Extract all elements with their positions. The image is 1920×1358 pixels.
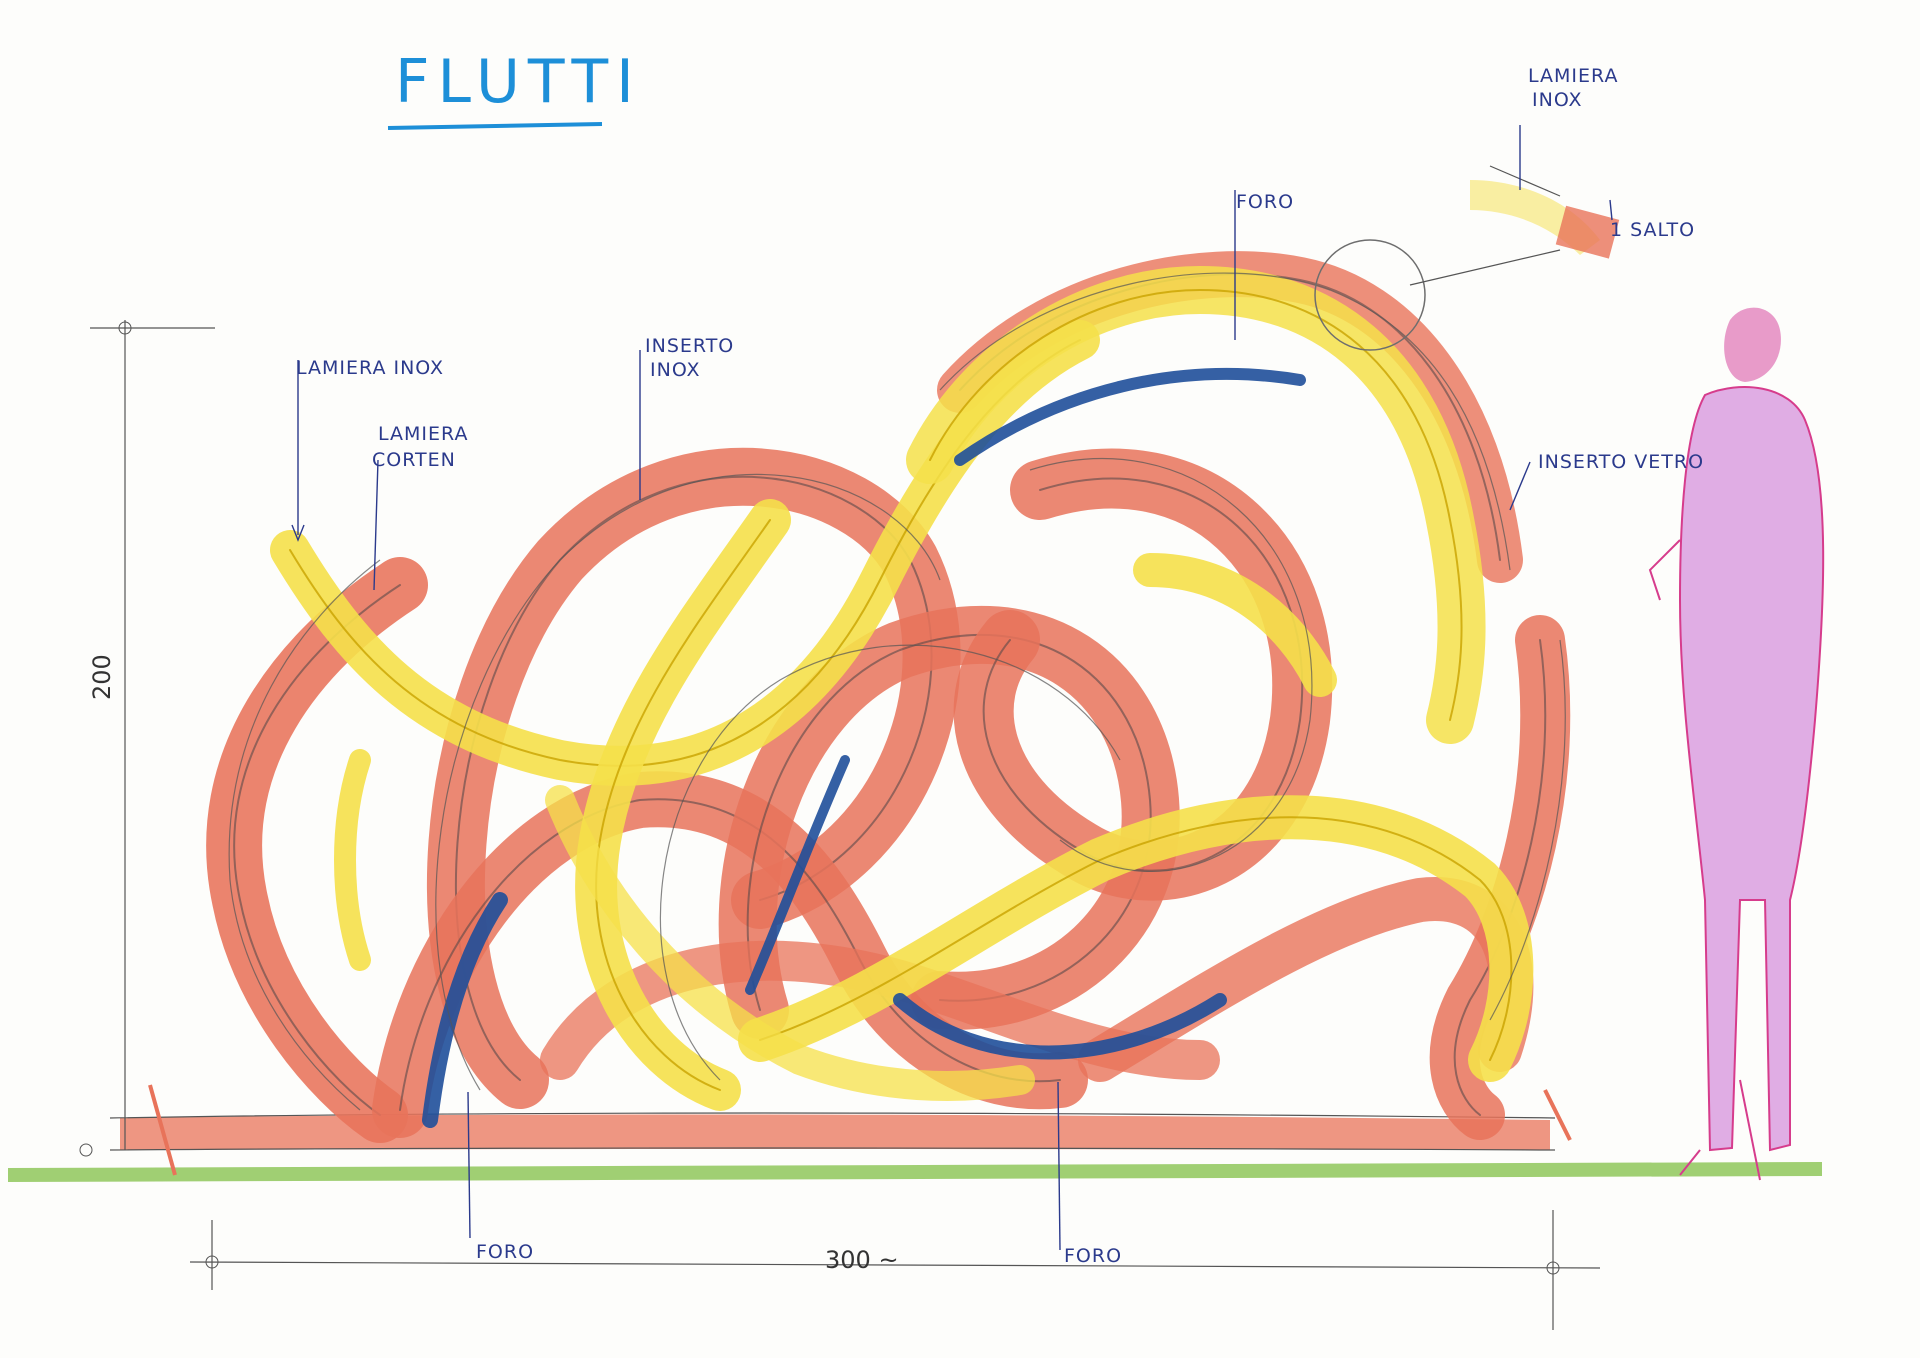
detail-callout (1314, 125, 1620, 351)
width-value: 300 ~ (825, 1246, 899, 1274)
ground-line (8, 1162, 1822, 1182)
annotation-leaders (291, 190, 1531, 1251)
label-detail-salto: 1 SALTO (1610, 219, 1695, 241)
title-underline (387, 122, 603, 130)
label-foro-bottom-left: FORO (476, 1241, 534, 1263)
pencil-gestures (228, 272, 1566, 1111)
label-inserto-vetro: INSERTO VETRO (1538, 451, 1704, 473)
label-foro-top: FORO (1236, 191, 1294, 213)
glass-inserts (422, 367, 1306, 1128)
inox-ribbons (270, 265, 1534, 1111)
height-value: 200 (88, 654, 116, 700)
detail-circle (1314, 239, 1426, 351)
label-detail-lamiera-1: LAMIERA (1528, 65, 1618, 87)
label-inserto-inox-1: INSERTO (645, 335, 734, 357)
person-scale-figure (1648, 307, 1825, 1181)
label-foro-bottom-right: FORO (1064, 1245, 1122, 1267)
drawing-title: FLUTTI (395, 47, 642, 117)
base-plate (109, 1084, 1572, 1176)
label-lamiera-corten-2: CORTEN (372, 449, 456, 471)
label-inserto-inox-2: INOX (650, 359, 701, 381)
label-detail-lamiera-2: INOX (1532, 89, 1583, 111)
width-dimension: 300 ~ (189, 1210, 1601, 1330)
height-dimension: 200 (79, 320, 215, 1157)
label-lamiera-corten-1: LAMIERA (378, 423, 468, 445)
label-lamiera-inox: LAMIERA INOX (296, 357, 444, 379)
